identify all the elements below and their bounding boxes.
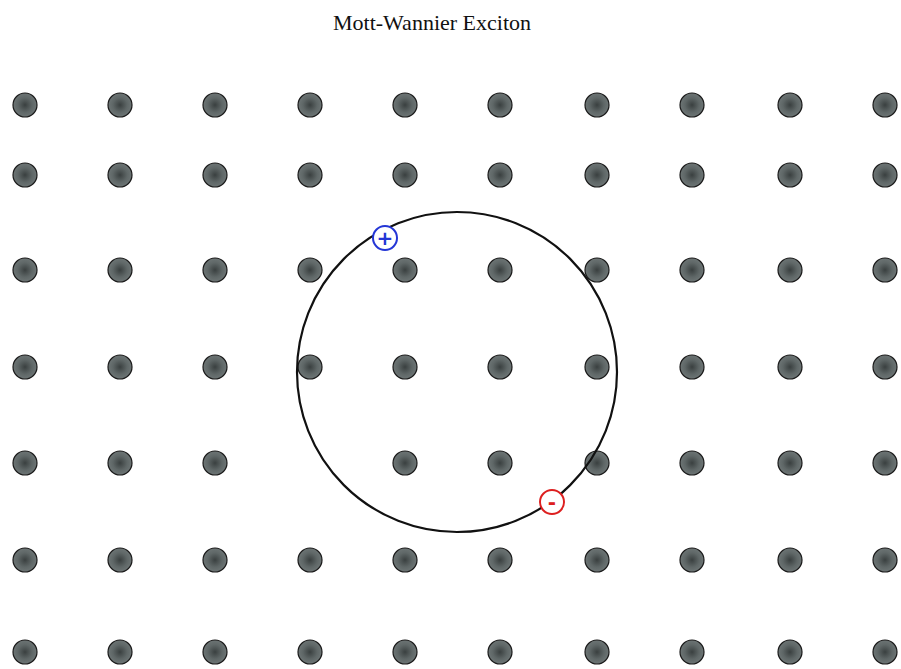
lattice-atom xyxy=(778,93,802,117)
lattice-atom xyxy=(13,258,37,282)
lattice-atom xyxy=(778,640,802,664)
lattice-atom xyxy=(393,548,417,572)
lattice-atom xyxy=(13,451,37,475)
lattice-atom xyxy=(203,640,227,664)
lattice-atom xyxy=(393,258,417,282)
lattice-atom xyxy=(108,163,132,187)
lattice-atom xyxy=(488,548,512,572)
lattice-atom xyxy=(393,163,417,187)
lattice-atom xyxy=(488,93,512,117)
charge-marker: - xyxy=(539,489,565,515)
lattice-atom xyxy=(680,163,704,187)
lattice-atom xyxy=(298,93,322,117)
lattice-atom xyxy=(585,163,609,187)
lattice-atom xyxy=(873,355,897,379)
lattice-atom xyxy=(488,451,512,475)
lattice-atom xyxy=(680,258,704,282)
lattice-atom xyxy=(393,640,417,664)
lattice-atom xyxy=(778,355,802,379)
lattice-atom xyxy=(13,93,37,117)
lattice-atom xyxy=(585,93,609,117)
lattice-atom xyxy=(680,640,704,664)
lattice-atom xyxy=(585,258,609,282)
lattice-atom xyxy=(873,258,897,282)
lattice-atom xyxy=(13,163,37,187)
lattice-atom xyxy=(298,548,322,572)
lattice-atom xyxy=(108,451,132,475)
lattice-atom xyxy=(873,548,897,572)
lattice-atom xyxy=(298,258,322,282)
lattice-atom xyxy=(203,548,227,572)
lattice-atom xyxy=(298,640,322,664)
lattice-atom xyxy=(778,258,802,282)
lattice-atom xyxy=(203,163,227,187)
lattice-atom xyxy=(393,451,417,475)
lattice-atom xyxy=(203,451,227,475)
diagram-title: Mott-Wannier Exciton xyxy=(333,10,531,36)
lattice-atom xyxy=(13,355,37,379)
lattice-atom xyxy=(203,93,227,117)
charge-marker: + xyxy=(372,225,398,251)
lattice-atom xyxy=(680,451,704,475)
lattice-atom xyxy=(873,163,897,187)
lattice-atom xyxy=(298,355,322,379)
exciton-orbit xyxy=(297,212,617,532)
lattice-atom xyxy=(488,355,512,379)
charge-sign: + xyxy=(377,228,394,248)
lattice-atom xyxy=(488,258,512,282)
lattice-atom xyxy=(873,451,897,475)
lattice-atom xyxy=(488,163,512,187)
lattice-atom xyxy=(108,93,132,117)
charge-sign: - xyxy=(548,492,556,512)
lattice-atom xyxy=(778,163,802,187)
lattice-atom xyxy=(778,451,802,475)
lattice-atom xyxy=(393,93,417,117)
lattice-atom xyxy=(680,548,704,572)
lattice-atom xyxy=(108,640,132,664)
lattice-atom xyxy=(13,548,37,572)
lattice-atom xyxy=(585,548,609,572)
lattice-atom xyxy=(873,93,897,117)
lattice-atom xyxy=(108,355,132,379)
lattice-atom xyxy=(108,548,132,572)
lattice-atom xyxy=(585,355,609,379)
lattice-atom xyxy=(680,93,704,117)
lattice-atom xyxy=(393,355,417,379)
lattice-atom xyxy=(680,355,704,379)
lattice-atom xyxy=(13,640,37,664)
lattice-atom xyxy=(873,640,897,664)
lattice-atom xyxy=(108,258,132,282)
lattice-atom xyxy=(585,640,609,664)
lattice-atom xyxy=(203,258,227,282)
lattice-atom xyxy=(203,355,227,379)
lattice-atom xyxy=(298,163,322,187)
lattice-atoms xyxy=(13,93,897,664)
lattice-atom xyxy=(488,640,512,664)
lattice-atom xyxy=(778,548,802,572)
